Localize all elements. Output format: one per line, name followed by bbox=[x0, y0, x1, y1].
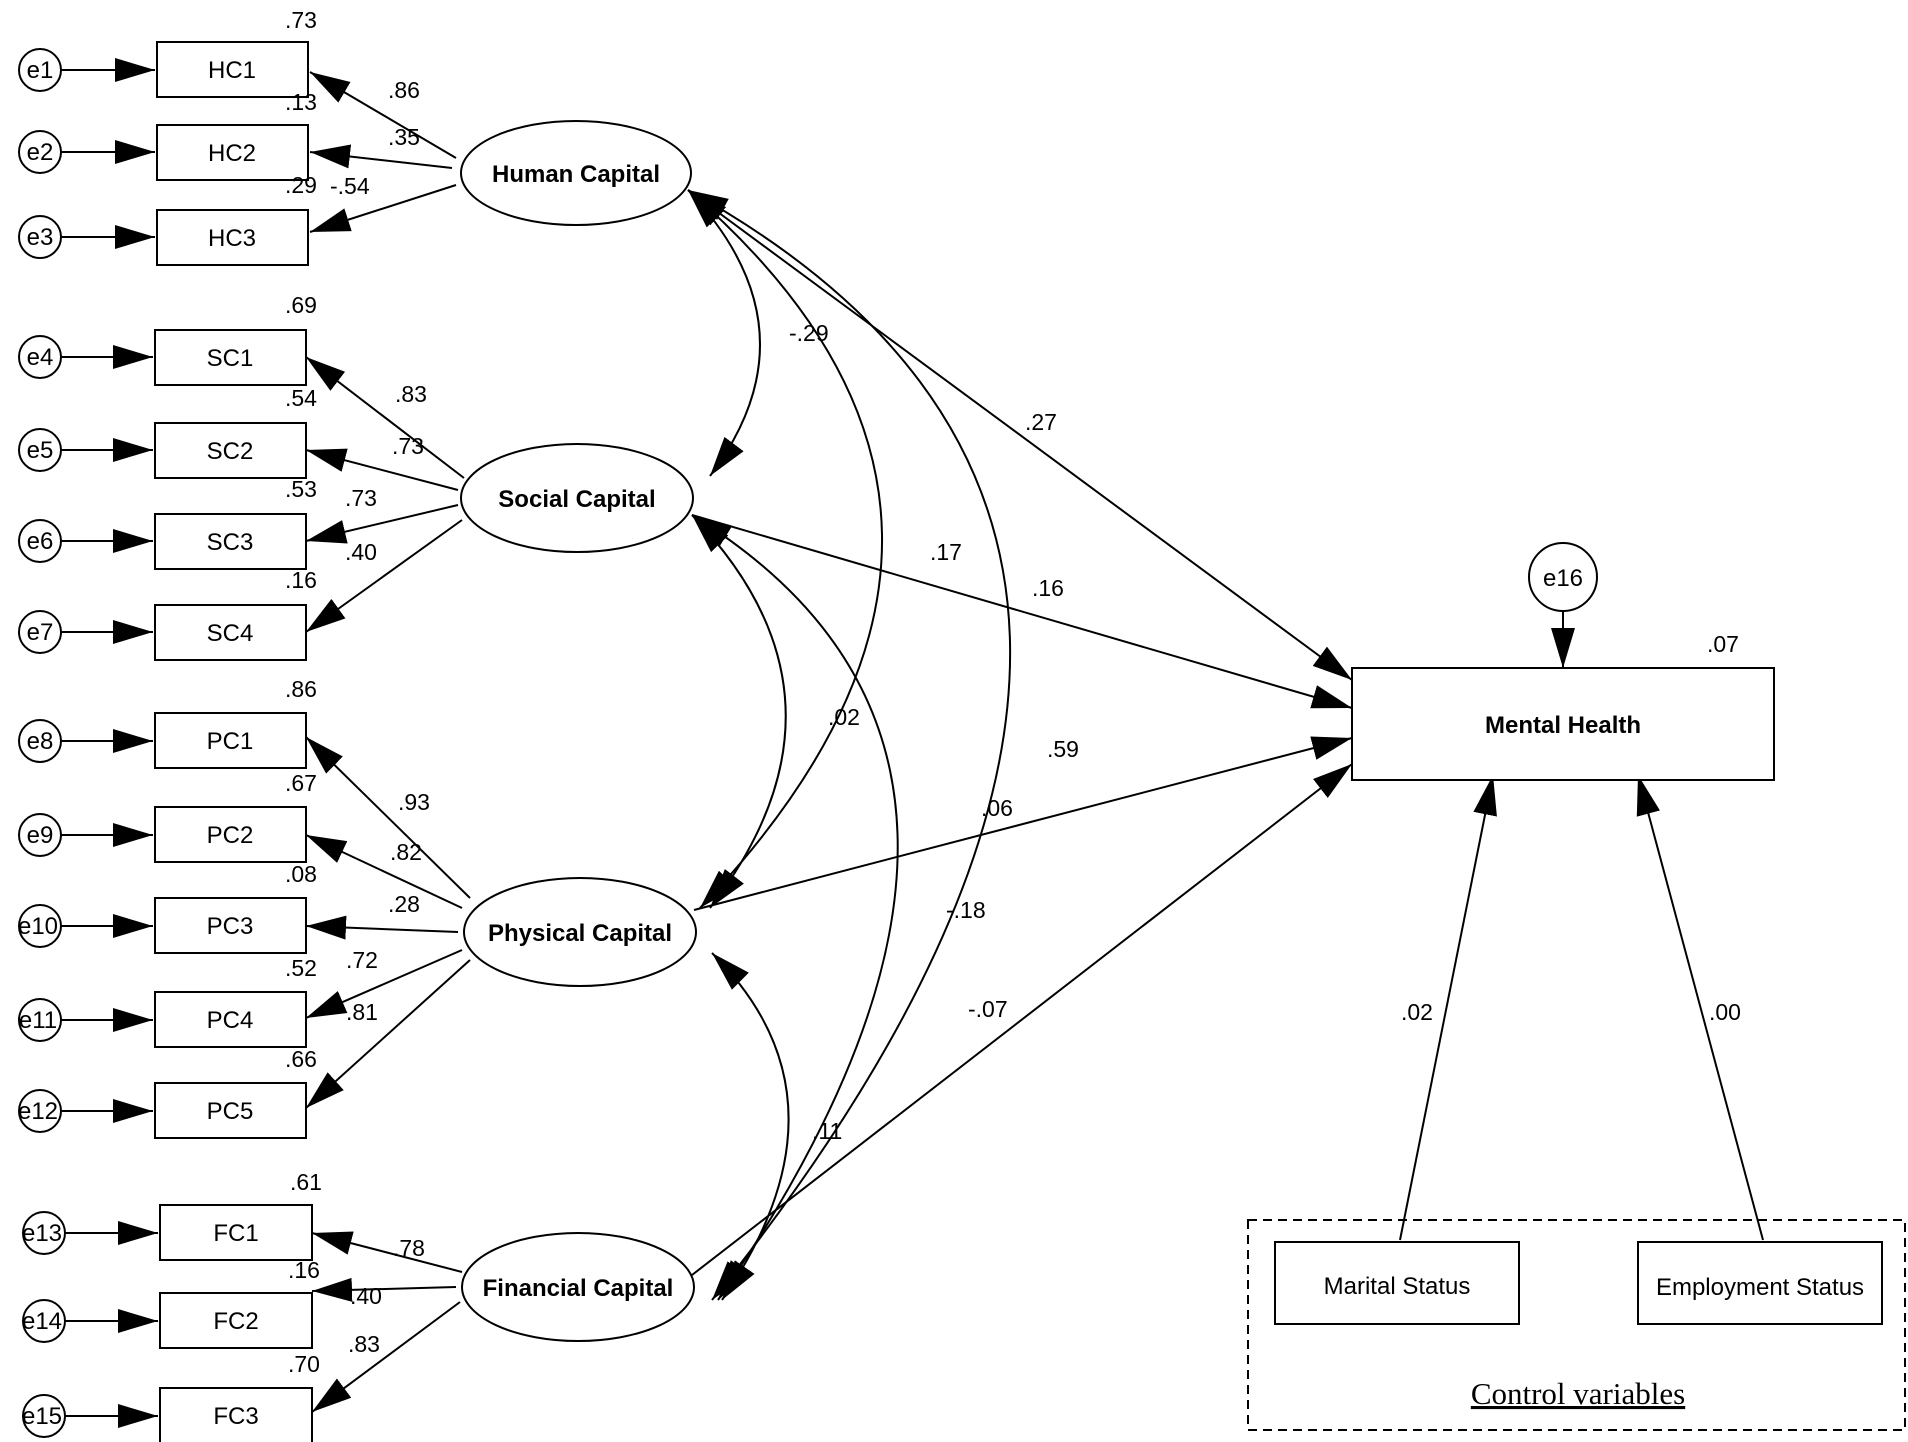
control-label: Employment Status bbox=[1656, 1274, 1864, 1301]
r2-fc3: .70 bbox=[288, 1351, 320, 1377]
r2-fc1: .61 bbox=[290, 1169, 322, 1195]
path-label-physical: .06 bbox=[981, 795, 1013, 821]
loading-pc2: .82 bbox=[390, 839, 422, 865]
r2-pc5: .66 bbox=[285, 1046, 317, 1072]
cov-label-sc-pc: .02 bbox=[828, 704, 860, 730]
loading-pc4: .72 bbox=[346, 947, 378, 973]
r2-pc2: .67 bbox=[285, 770, 317, 796]
cov-label-pc-fc: .11 bbox=[812, 1118, 842, 1144]
r2-sc4: .16 bbox=[285, 567, 317, 593]
loading-fc3: .83 bbox=[348, 1331, 380, 1357]
loading-hc2: .35 bbox=[388, 124, 420, 150]
r2-sc3: .53 bbox=[285, 476, 317, 502]
loading-sc1: .83 bbox=[395, 381, 427, 407]
r2-sc2: .54 bbox=[285, 385, 317, 411]
r2-pc4: .52 bbox=[285, 955, 317, 981]
loading-pc5: .81 bbox=[346, 999, 378, 1025]
loading-fc2: .40 bbox=[350, 1283, 382, 1309]
loading-pc1: .93 bbox=[398, 789, 430, 815]
loading-fc1: .78 bbox=[393, 1235, 425, 1261]
cov-label-hc-sc: -.29 bbox=[789, 320, 829, 346]
control-employment-status: Employment Status bbox=[1638, 1242, 1882, 1324]
loading-sc4: .40 bbox=[345, 539, 377, 565]
loading-hc1: .86 bbox=[388, 77, 420, 103]
r2-hc2: .13 bbox=[285, 89, 317, 115]
path-label-financial: -.07 bbox=[968, 996, 1008, 1022]
loading-pc3: .28 bbox=[388, 891, 420, 917]
r2-hc3: .29 bbox=[285, 172, 317, 198]
r2-hc1: .73 bbox=[285, 7, 317, 33]
r2-pc3: .08 bbox=[285, 861, 317, 887]
r2-fc2: .16 bbox=[288, 1257, 320, 1283]
r2-pc1: .86 bbox=[285, 676, 317, 702]
r2-sc1: .69 bbox=[285, 292, 317, 318]
control-marital-status: Marital Status bbox=[1275, 1242, 1519, 1324]
cov-label-hc-pc: .17 bbox=[930, 539, 962, 565]
controls-title: Control variables bbox=[1471, 1376, 1685, 1411]
path-label-human: .27 bbox=[1025, 409, 1057, 435]
cov-label-hc-fc: .59 bbox=[1047, 736, 1079, 762]
loading-hc3: -.54 bbox=[330, 173, 370, 199]
control-label: Marital Status bbox=[1324, 1273, 1471, 1300]
cov-label-sc-fc: -.18 bbox=[946, 897, 986, 923]
path-label-social: .16 bbox=[1032, 575, 1064, 601]
path-label-employment: .00 bbox=[1709, 999, 1741, 1025]
path-label-marital: .02 bbox=[1401, 999, 1433, 1025]
loading-sc2: .73 bbox=[392, 433, 424, 459]
loading-sc3: .73 bbox=[345, 485, 377, 511]
